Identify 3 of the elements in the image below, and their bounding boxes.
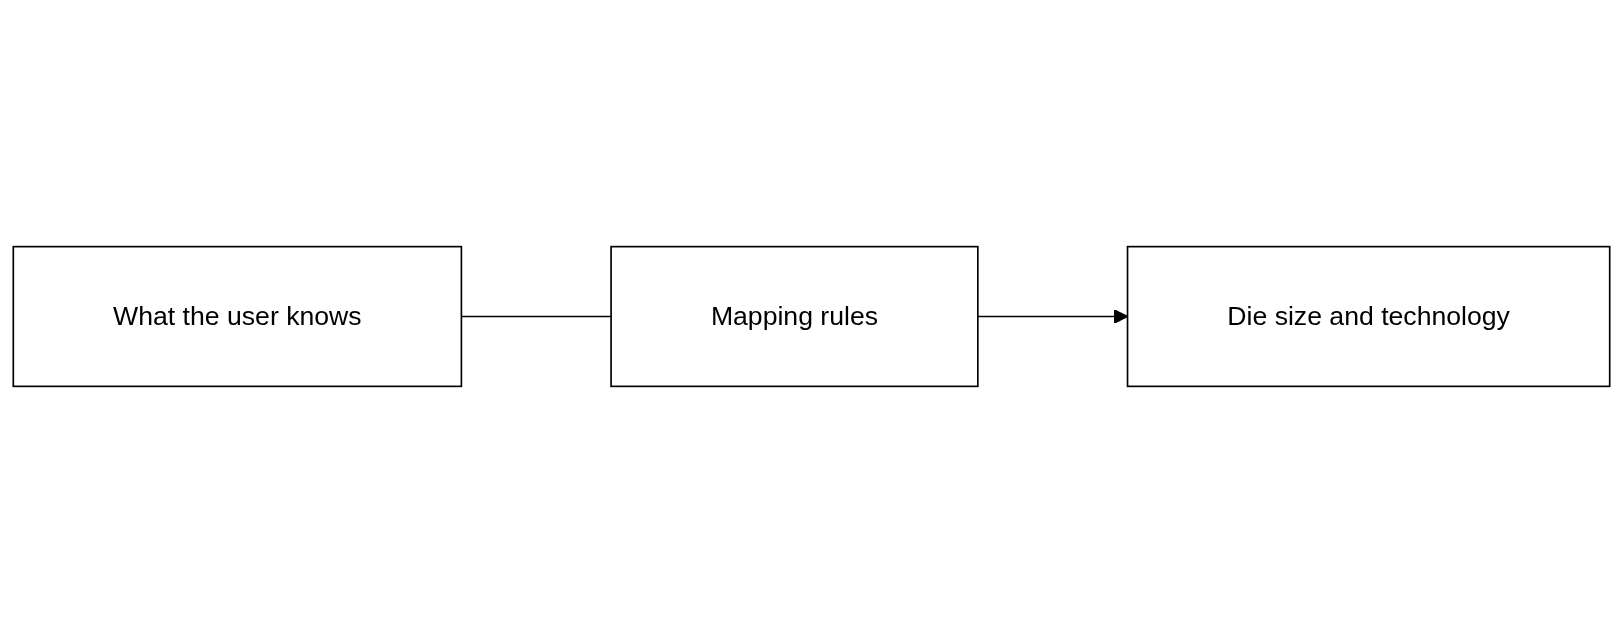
node-box: Mapping rules: [610, 245, 979, 388]
node-box: Die size and technology: [1126, 245, 1611, 388]
node-box: What the user knows: [12, 245, 463, 388]
